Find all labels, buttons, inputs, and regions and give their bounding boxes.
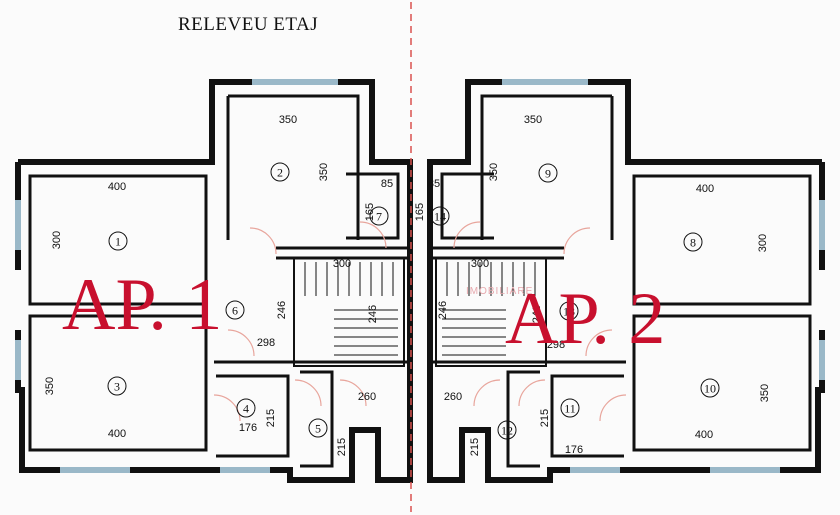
room-circle-13: [559, 301, 579, 321]
interior-wall-right-4: [550, 374, 624, 458]
watermark-text: IMOBILIARE: [466, 286, 534, 297]
door-swing-right-3: [518, 379, 546, 407]
door-swing-right-0: [563, 227, 591, 255]
room-circle-4: [236, 398, 256, 418]
room-circle-9: [538, 163, 558, 183]
dimension-label-29: 176: [565, 444, 583, 456]
apartment-label-1: AP. 1: [62, 264, 223, 346]
room-circle-3: [107, 376, 127, 396]
room-circle-5: [308, 418, 328, 438]
interior-wall-right-3: [632, 314, 812, 452]
dimension-label-31: 215: [469, 438, 481, 456]
dimension-label-10: 350: [44, 377, 56, 395]
dimension-label-2: 400: [108, 181, 126, 193]
dimension-label-20: 85: [428, 178, 440, 190]
room-circle-2: [270, 162, 290, 182]
dimension-label-15: 215: [336, 438, 348, 456]
dimension-label-16: 350: [524, 114, 542, 126]
door-swing-right-5: [453, 221, 481, 249]
interior-wall-right-6: [432, 246, 564, 260]
dimension-label-28: 215: [539, 409, 551, 427]
room-number-4: 4: [243, 402, 249, 416]
door-swing-left-0: [249, 227, 277, 255]
dimension-label-27: 400: [695, 429, 713, 441]
room-number-10: 10: [704, 382, 716, 396]
room-number-11: 11: [564, 402, 576, 416]
room-number-8: 8: [690, 236, 696, 250]
door-swing-left-3: [294, 379, 322, 407]
room-number-2: 2: [277, 166, 283, 180]
dimension-label-24: 246: [531, 305, 543, 323]
interior-wall-left-4: [216, 374, 290, 458]
apartment-label-2: AP. 2: [505, 278, 666, 360]
door-swing-left-4: [339, 379, 367, 407]
door-swing-right-1: [585, 329, 613, 357]
interior-wall-left-6: [276, 246, 408, 260]
dimension-label-5: 165: [364, 203, 376, 221]
interior-wall-right-7: [440, 172, 494, 240]
door-swing-right-2: [599, 394, 627, 422]
dimension-label-30: 260: [444, 391, 462, 403]
stair-well-left: [293, 257, 405, 367]
dimension-label-4: 85: [381, 178, 393, 190]
dimension-label-3: 300: [51, 231, 63, 249]
room-number-12: 12: [501, 424, 513, 438]
interior-wall-left-1: [228, 94, 360, 240]
dimension-label-17: 350: [488, 163, 500, 181]
room-number-3: 3: [114, 380, 120, 394]
room-number-6: 6: [232, 304, 238, 318]
dimension-label-19: 300: [757, 234, 769, 252]
dimension-label-0: 350: [279, 114, 297, 126]
room-circle-11: [560, 398, 580, 418]
dimension-label-23: 246: [437, 301, 449, 319]
interior-wall-left-7: [346, 172, 400, 240]
dimension-label-7: 246: [276, 301, 288, 319]
room-number-1: 1: [115, 235, 121, 249]
door-swing-left-1: [227, 329, 255, 357]
room-number-5: 5: [315, 422, 321, 436]
interior-wall-left-5: [300, 370, 334, 468]
interior-wall-left-0: [28, 174, 208, 306]
room-number-14: 14: [434, 210, 446, 224]
plan-title: RELEVEU ETAJ: [178, 14, 319, 35]
dimension-label-22: 300: [471, 258, 489, 270]
dimension-label-26: 350: [759, 384, 771, 402]
dimension-label-25: 298: [547, 339, 565, 351]
stair-well-right: [435, 257, 547, 367]
room-circle-7: [369, 206, 389, 226]
room-circle-6: [225, 300, 245, 320]
dimension-label-6: 300: [333, 258, 351, 270]
room-circle-1: [108, 231, 128, 251]
dimension-label-12: 215: [265, 409, 277, 427]
room-number-13: 13: [563, 305, 575, 319]
room-circle-14: [430, 206, 450, 226]
room-circle-8: [683, 232, 703, 252]
room-circle-12: [497, 420, 517, 440]
room-number-9: 9: [545, 167, 551, 181]
dimension-label-14: 260: [358, 391, 376, 403]
interior-wall-left-3: [28, 314, 208, 452]
dimension-label-9: 298: [257, 337, 275, 349]
interior-wall-right-0: [632, 174, 812, 306]
door-swing-left-5: [359, 221, 387, 249]
door-swing-right-4: [473, 379, 501, 407]
interior-wall-right-1: [480, 94, 612, 240]
dimension-label-13: 176: [239, 422, 257, 434]
interior-wall-right-5: [506, 370, 540, 468]
dimension-label-11: 400: [108, 428, 126, 440]
dimension-label-18: 400: [696, 183, 714, 195]
dimension-label-1: 350: [318, 163, 330, 181]
room-number-7: 7: [376, 210, 382, 224]
room-circle-10: [700, 378, 720, 398]
door-swing-left-2: [213, 394, 241, 422]
dimension-label-8: 246: [367, 305, 379, 323]
dimension-label-21: 165: [414, 203, 426, 221]
